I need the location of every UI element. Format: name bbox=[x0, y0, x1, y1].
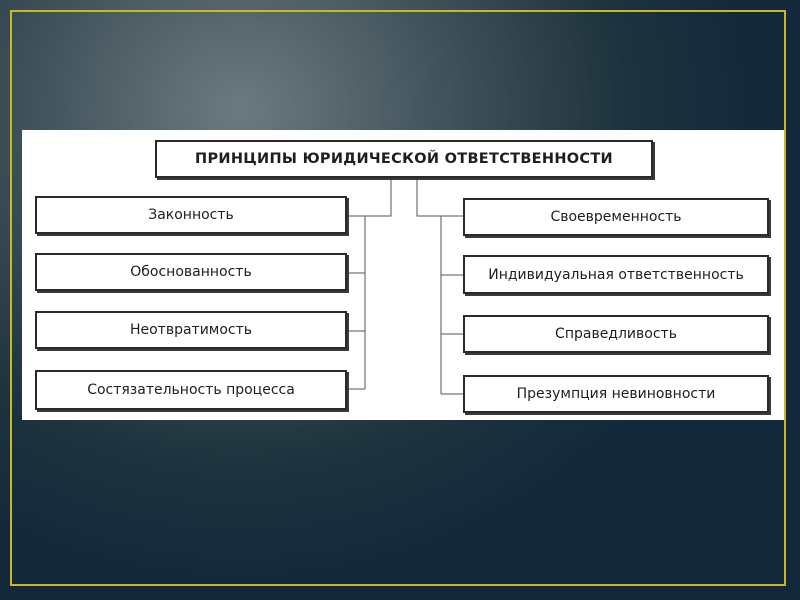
principle-box-justice: Справедливость bbox=[463, 315, 769, 353]
connector-lines bbox=[347, 178, 463, 395]
principle-box-legality: Законность bbox=[35, 196, 347, 234]
slide-frame bbox=[10, 10, 786, 586]
principle-box-presumption-of-innocence: Презумпция невиновности bbox=[463, 375, 769, 413]
connector-left-stem bbox=[365, 178, 392, 217]
connector-right-stem bbox=[416, 178, 441, 217]
principle-box-individual-responsibility: Индивидуальная ответственность bbox=[463, 255, 769, 294]
principle-box-timeliness: Своевременность bbox=[463, 198, 769, 236]
connector-right-branches bbox=[441, 215, 463, 395]
principle-box-inevitability: Неотвратимость bbox=[35, 311, 347, 349]
connector-left-branches bbox=[347, 215, 365, 390]
principle-box-validity: Обоснованность bbox=[35, 253, 347, 291]
diagram-title-box: ПРИНЦИПЫ ЮРИДИЧЕСКОЙ ОТВЕТСТВЕННОСТИ bbox=[155, 140, 653, 178]
principle-box-adversarial-process: Состязательность процесса bbox=[35, 370, 347, 410]
diagram-panel: ПРИНЦИПЫ ЮРИДИЧЕСКОЙ ОТВЕТСТВЕННОСТИ Зак… bbox=[22, 130, 784, 420]
